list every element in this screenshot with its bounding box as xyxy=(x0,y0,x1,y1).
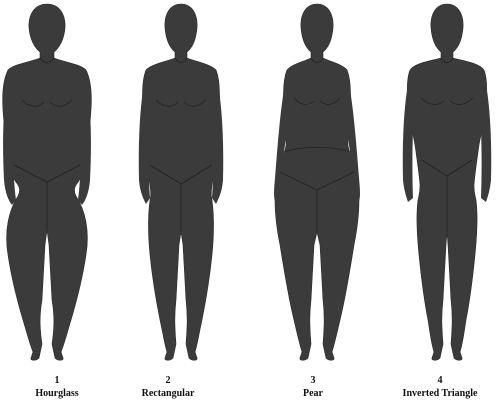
torso-lines-hourglass xyxy=(13,57,81,230)
caption-label-inverted-triangle: Inverted Triangle xyxy=(403,388,478,399)
figure-hourglass xyxy=(2,3,92,361)
arm-right-pear xyxy=(343,74,360,204)
caption-number-1: 1 xyxy=(55,375,60,386)
figure-rectangular xyxy=(138,3,224,361)
arm-left-rectangular xyxy=(138,74,152,204)
torso-lines-rectangular xyxy=(149,57,213,232)
figure-pear xyxy=(274,3,360,361)
caption-number-2: 2 xyxy=(166,375,171,386)
arm-right-rectangular xyxy=(210,74,224,204)
caption-2: 2 Rectangular xyxy=(142,375,195,399)
torso-lines-pear xyxy=(279,57,355,232)
arm-left-hourglass xyxy=(3,74,17,205)
arm-right-inverted-triangle xyxy=(479,74,492,202)
caption-4: 4 Inverted Triangle xyxy=(403,375,478,399)
arm-left-pear xyxy=(274,74,291,204)
caption-label-pear: Pear xyxy=(303,388,324,399)
arm-right-hourglass xyxy=(77,74,91,205)
caption-label-rectangular: Rectangular xyxy=(142,388,195,399)
arm-left-inverted-triangle xyxy=(402,74,415,202)
caption-number-4: 4 xyxy=(438,375,443,386)
caption-number-3: 3 xyxy=(311,375,316,386)
caption-1: 1 Hourglass xyxy=(35,375,78,399)
figure-inverted-triangle xyxy=(402,3,492,361)
torso-lines-inverted-triangle xyxy=(420,57,474,232)
caption-3: 3 Pear xyxy=(303,375,324,399)
caption-label-hourglass: Hourglass xyxy=(35,388,78,399)
